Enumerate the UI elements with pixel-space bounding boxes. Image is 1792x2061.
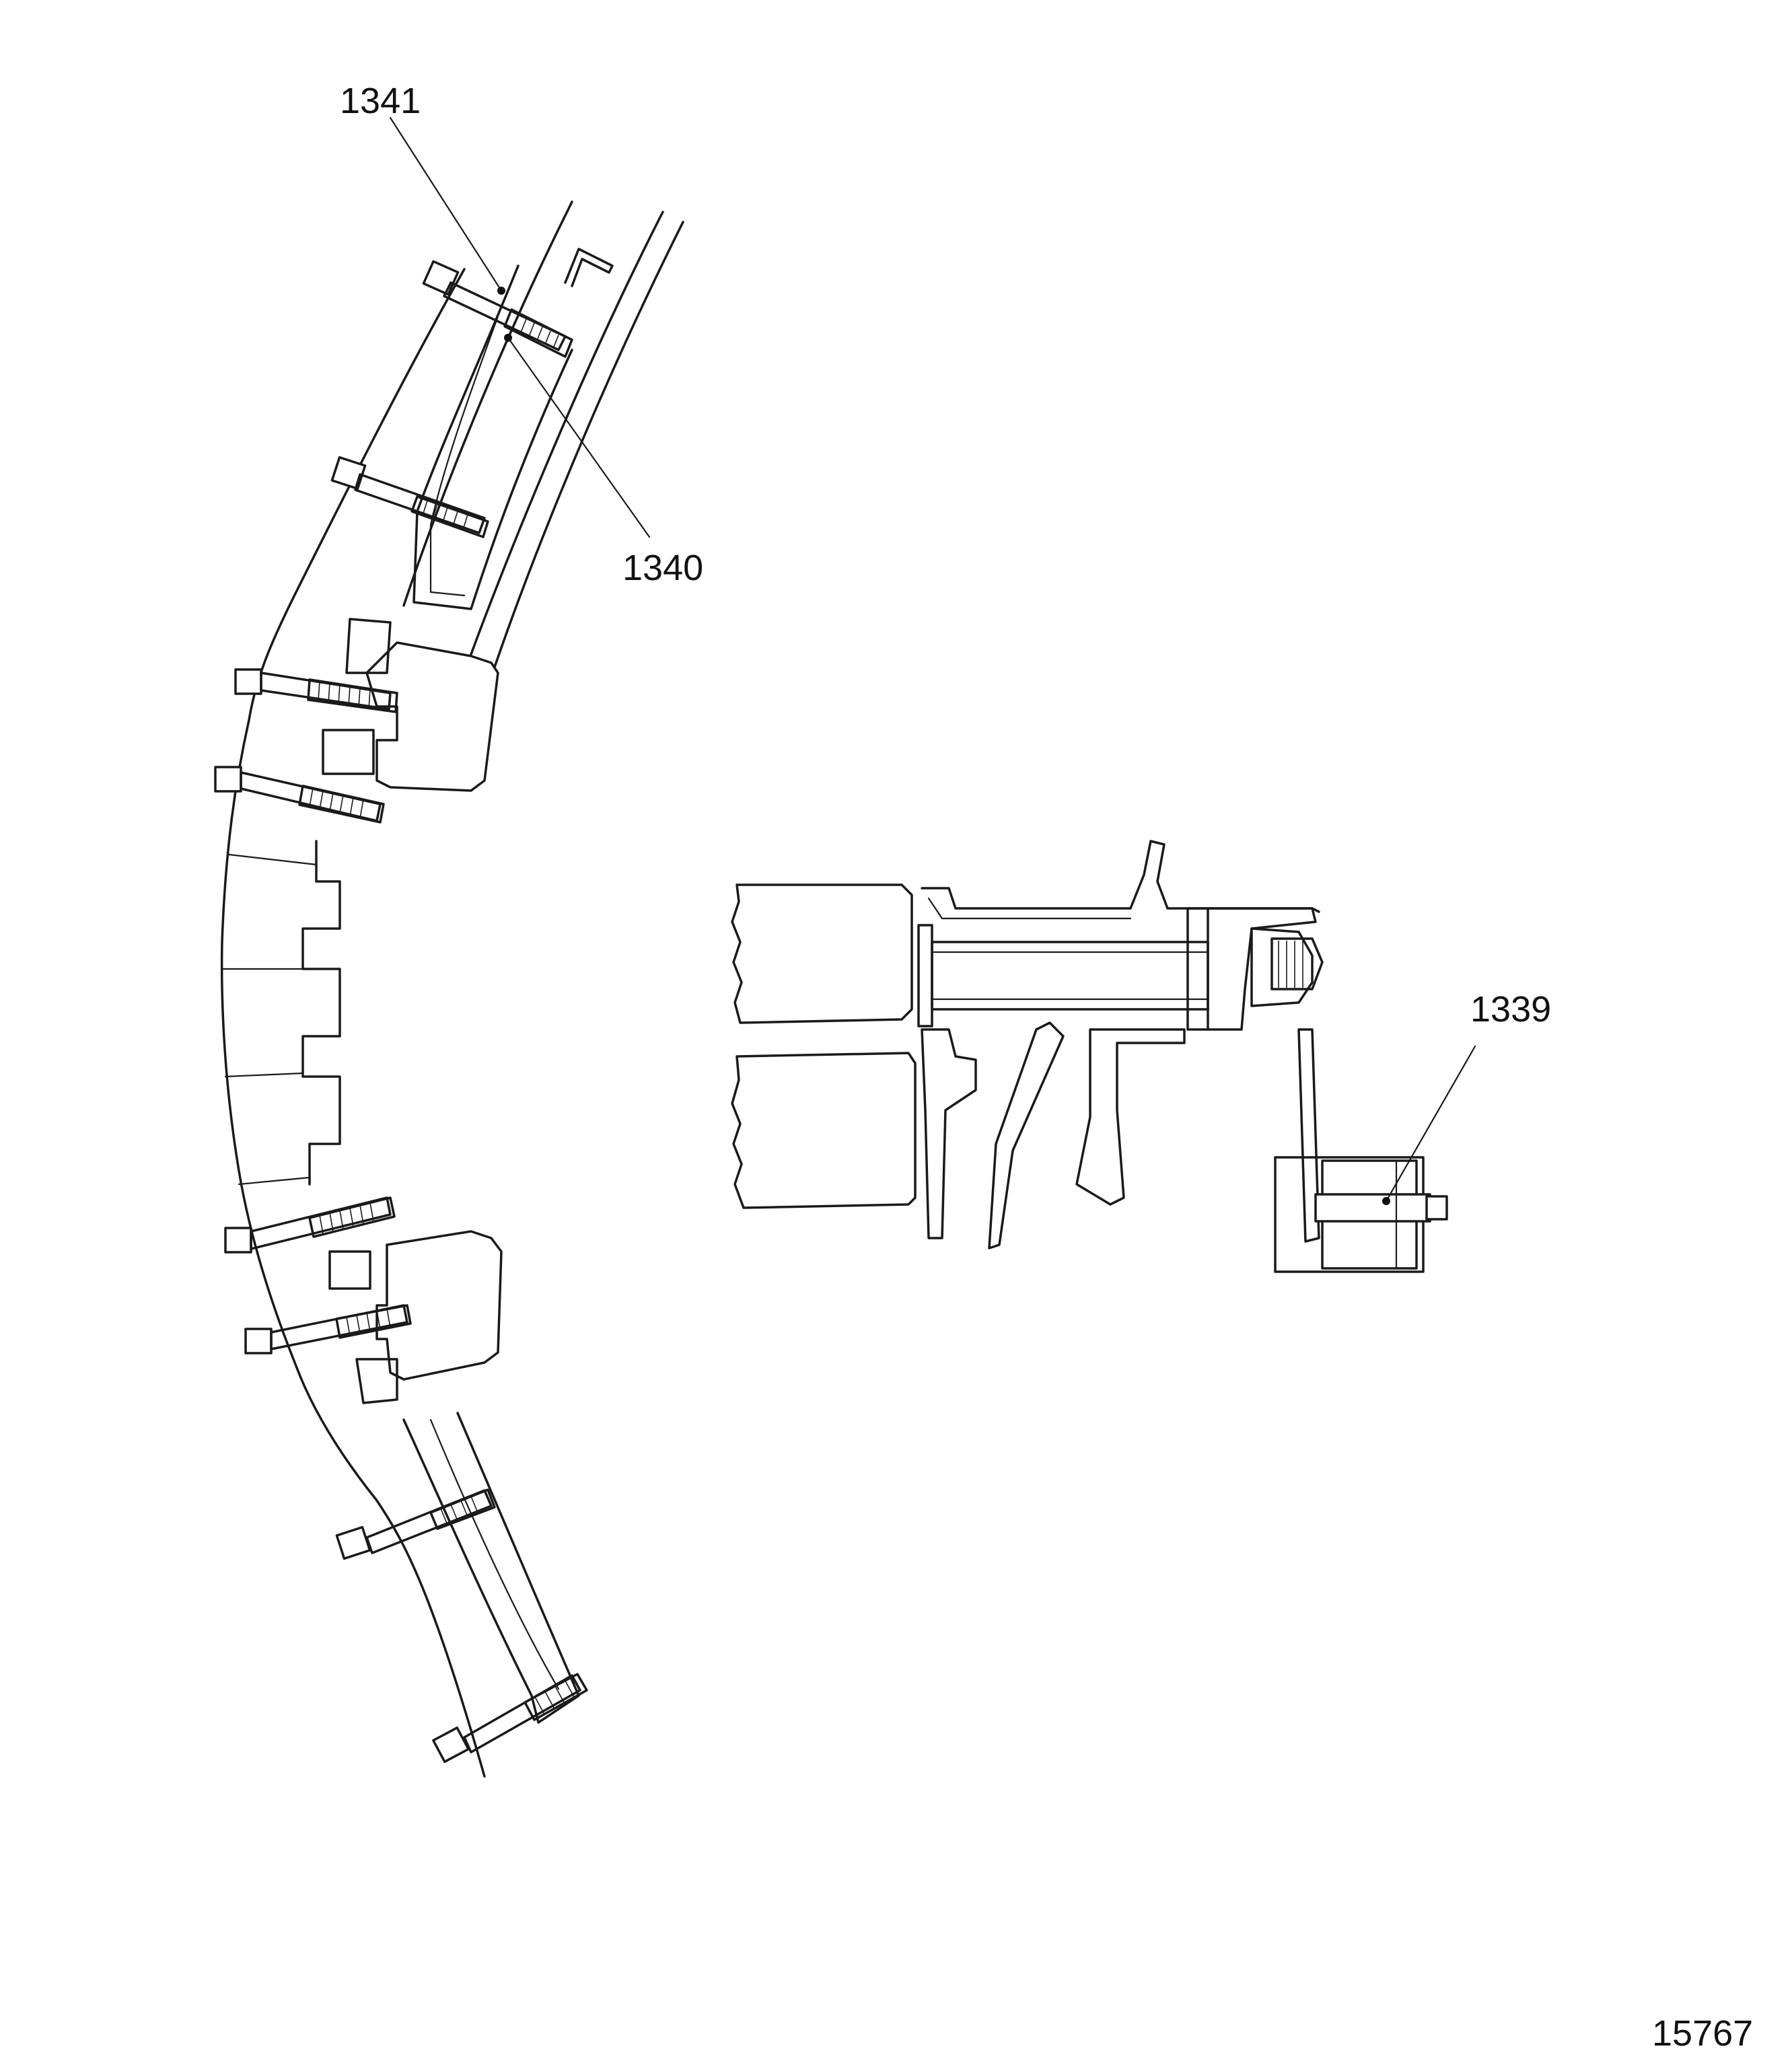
lower-channel-inner (429, 1418, 560, 1690)
upper-channel (413, 264, 573, 610)
ring-outer-edge (220, 268, 486, 1778)
callout-1340: 1340 (622, 548, 703, 588)
bolt-6 (244, 1304, 412, 1354)
leader-1339 (1385, 1045, 1476, 1202)
leader-dot-1341 (497, 287, 505, 295)
segment-line-4 (238, 1176, 311, 1186)
section-lower-block (731, 1052, 917, 1209)
section-spar-inner (927, 897, 1132, 920)
ring-inner-notched-edge (301, 840, 341, 1186)
section-left-stem (921, 1028, 977, 1239)
callout-1341: 1341 (340, 81, 421, 121)
section-lower-strut (988, 1021, 1065, 1250)
upper-block-foot (345, 618, 392, 674)
lower-block-foot (355, 1358, 398, 1404)
segment-line-1 (227, 853, 318, 866)
section-pin (1314, 1193, 1431, 1223)
upper-block-window (322, 729, 375, 775)
section-pin-head (1425, 1195, 1448, 1221)
section-end-plate-right (1186, 907, 1209, 1031)
section-lower-bracket (1075, 1028, 1186, 1206)
cross-section-view (731, 840, 1448, 1273)
section-upper-block (731, 883, 913, 1024)
lower-block (375, 1230, 503, 1381)
lower-channel (402, 1412, 580, 1724)
leader-1341 (389, 116, 503, 292)
bolt-4 (214, 766, 385, 824)
upper-block (365, 641, 499, 792)
callouts: 1341 1340 1339 15767 (340, 81, 1753, 2054)
lower-block-window (328, 1250, 371, 1290)
outer-casing-arc-2 (463, 211, 664, 674)
leader-dot-1340 (504, 334, 512, 342)
leader-1340 (507, 336, 651, 538)
outer-casing-arc-1 (470, 221, 684, 742)
bolt-5 (224, 1196, 396, 1254)
ring-assembly-view (214, 201, 684, 1778)
upper-channel-inner (429, 315, 499, 597)
figure-number: 15767 (1652, 2013, 1753, 2054)
section-end-plate-left (917, 924, 933, 1027)
leader-dot-1339 (1382, 1197, 1390, 1205)
section-bearing (1250, 927, 1314, 1007)
section-bearing-nut (1270, 937, 1324, 990)
upper-hook (564, 248, 614, 287)
segment-line-3 (224, 1072, 304, 1078)
bolt-8 (432, 1673, 588, 1764)
bolt-1 (422, 260, 573, 358)
inner-rail-arc (402, 201, 573, 607)
bolt-2 (330, 456, 489, 538)
section-top-flange (921, 840, 1320, 913)
section-vertical-arm (1297, 1028, 1320, 1243)
callout-1339: 1339 (1470, 989, 1551, 1029)
bolt-3 (234, 668, 398, 713)
bolt-7 (335, 1488, 496, 1560)
